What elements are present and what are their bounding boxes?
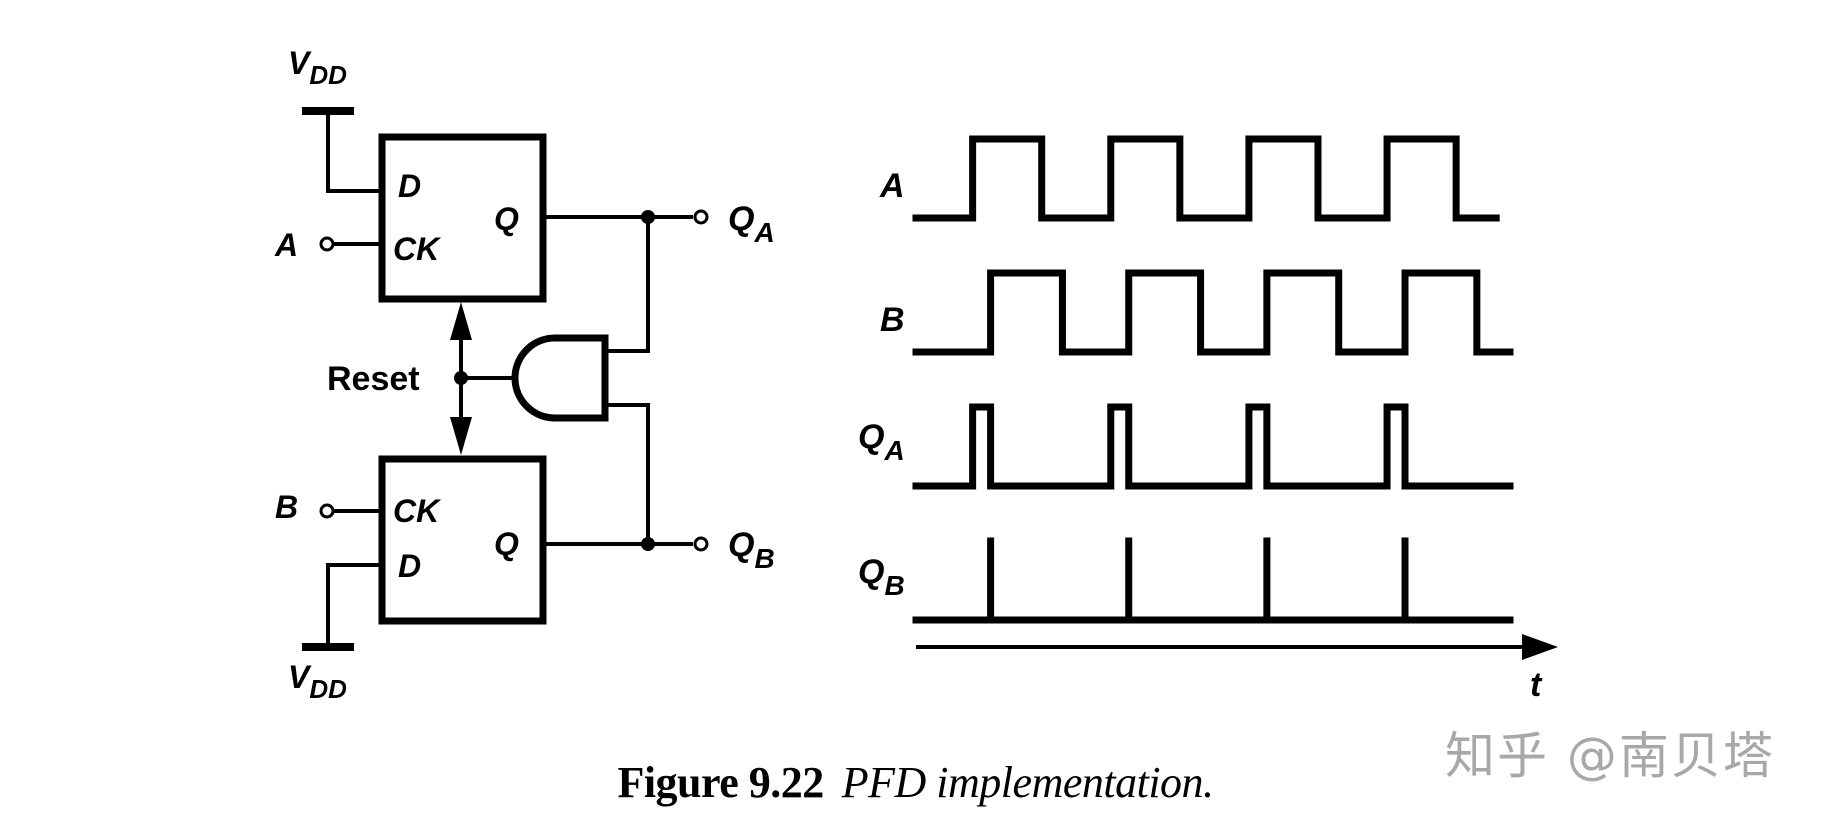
figure-title: PFD implementation. <box>841 758 1214 807</box>
vdd-bottom-label: VDD <box>288 659 347 704</box>
signal-qa-label: QA <box>858 418 905 466</box>
input-a-terminal <box>319 236 335 252</box>
time-axis-label: t <box>1530 666 1543 704</box>
input-a-label: A <box>274 227 298 263</box>
figure-number: Figure 9.22 <box>617 758 824 807</box>
bottom-dff-d-pin: D <box>398 548 421 584</box>
vdd-bottom-wire <box>326 563 382 647</box>
bottom-dff-ck-pin: CK <box>393 493 442 529</box>
vdd-top-wire <box>326 111 382 193</box>
qa-output-label: QA <box>728 200 775 248</box>
waveform-b <box>912 269 1514 356</box>
input-b-terminal <box>319 503 335 519</box>
signal-a-label: A <box>879 167 905 205</box>
qa-to-gate-wire <box>605 217 650 353</box>
pfd-circuit: VDD D CK Q A QA Reset CK D Q B <box>274 45 775 704</box>
top-dff-ck-pin: CK <box>393 231 442 267</box>
top-dff-q-pin: Q <box>494 201 519 237</box>
and-gate <box>511 334 609 422</box>
signal-qb-label: QB <box>858 553 905 601</box>
figure-caption: Figure 9.22 PFD implementation. <box>0 757 1831 808</box>
reset-junction <box>454 371 468 385</box>
timing-diagram: A B QA QB t <box>858 135 1558 704</box>
reset-arrow-down-icon <box>450 417 472 455</box>
qb-to-gate-wire <box>605 403 650 544</box>
waveform-qb <box>912 537 1514 624</box>
qb-output-terminal <box>693 536 709 552</box>
watermark: 知乎 @南贝塔 <box>1445 727 1775 785</box>
signal-b-label: B <box>880 301 905 339</box>
waveform-a <box>912 135 1500 222</box>
time-axis-arrow-icon <box>1522 634 1558 660</box>
reset-arrow-up-icon <box>450 302 472 340</box>
bottom-dff-q-pin: Q <box>494 526 519 562</box>
top-dff-d-pin: D <box>398 168 421 204</box>
waveform-qa <box>912 403 1514 490</box>
qb-output-label: QB <box>728 526 775 574</box>
qb-junction <box>641 537 655 551</box>
bottom-dff-box <box>378 455 547 625</box>
input-b-label: B <box>275 489 298 525</box>
reset-label: Reset <box>327 360 420 398</box>
vdd-top-label: VDD <box>288 45 347 90</box>
qa-output-terminal <box>693 209 709 225</box>
